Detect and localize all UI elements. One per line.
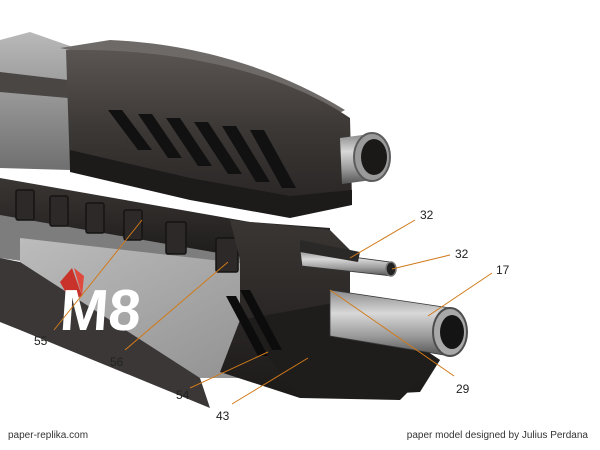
leader-line-56: [124, 261, 229, 351]
part-number-label: 54: [176, 388, 190, 402]
part-number-label: 29: [456, 382, 470, 396]
leader-line-43: [231, 357, 309, 405]
part-number-label: 43: [216, 409, 230, 423]
upper-muzzle: [340, 132, 391, 184]
rail-tabs: [15, 189, 239, 273]
leader-line-32b: [391, 254, 451, 270]
footer-site-name: paper-replika.com: [8, 430, 89, 441]
part-number-label: 17: [496, 263, 510, 277]
part-number-label: 55: [34, 334, 48, 348]
upper-vent-slots: [108, 110, 296, 188]
part-number-label: 56: [110, 355, 124, 369]
leader-line-32a: [349, 219, 416, 259]
side-vent-slots: [226, 290, 282, 356]
leader-line-17: [427, 272, 493, 317]
leader-line-54: [189, 351, 269, 389]
leader-line-55: [53, 219, 143, 331]
part-labels: [53, 219, 493, 405]
logo-text: M8: [58, 278, 143, 343]
footer-credit: paper model designed by Julius Perdana: [406, 430, 588, 441]
lower-barrel: [329, 289, 468, 357]
lower-body: M8: [0, 178, 440, 408]
leader-line-29: [329, 289, 455, 377]
part-numbers: 32 32 17 55 56 29 54 43: [34, 208, 510, 423]
part-number-label: 32: [455, 247, 469, 261]
upper-shroud: [0, 32, 352, 218]
thin-tubes: [299, 240, 397, 277]
logo-mark: [60, 268, 84, 300]
part-number-label: 32: [420, 208, 434, 222]
